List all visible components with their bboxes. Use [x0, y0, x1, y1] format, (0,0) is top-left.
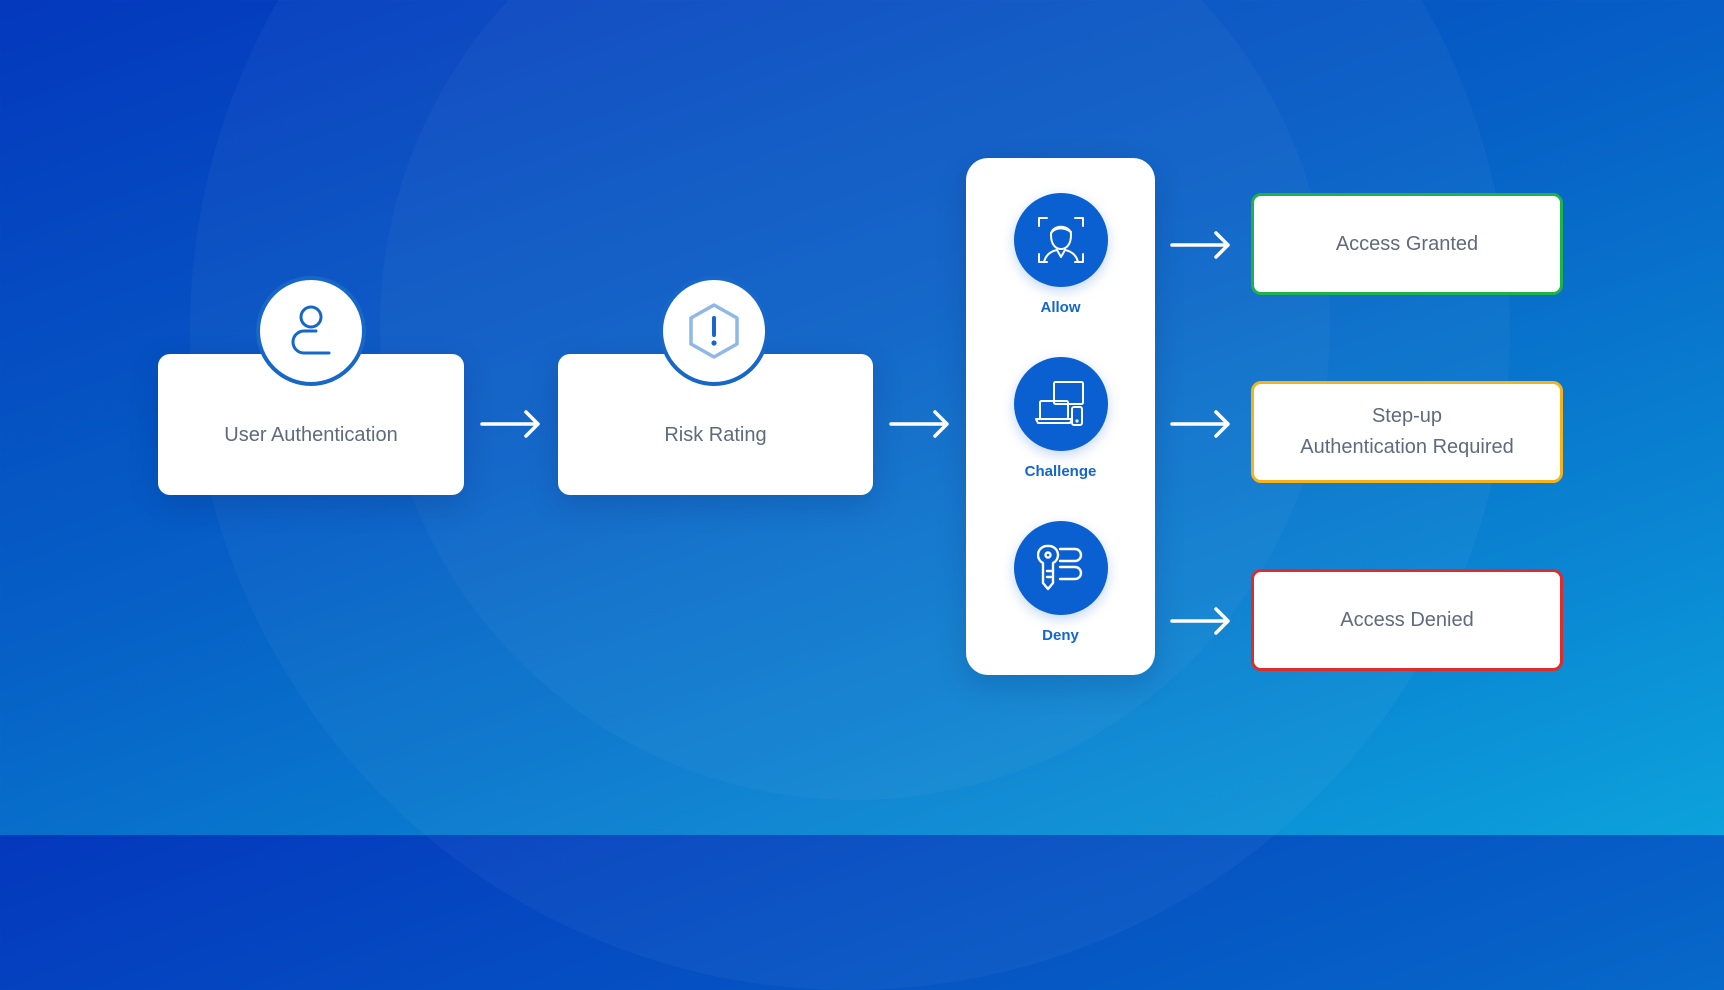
decision-deny-label: Deny [1042, 627, 1079, 644]
decision-challenge-circle [1013, 357, 1108, 451]
background-ring-outer [190, 0, 1510, 990]
risk-rating-label: Risk Rating [664, 424, 767, 446]
devices-icon [1034, 381, 1084, 426]
decision-allow-circle [1013, 193, 1108, 287]
decision-allow: Allow [966, 193, 1155, 316]
user-authentication-label: User Authentication [224, 424, 398, 446]
exclamation-hexagon-icon [689, 303, 739, 359]
decision-deny-circle [1013, 521, 1108, 615]
user-icon [291, 305, 331, 355]
arrow-right-icon [889, 410, 949, 438]
arrow-right-icon [1170, 410, 1230, 438]
outcome-access-granted-label: Access Granted [1335, 232, 1479, 255]
arrow-right-icon [1170, 607, 1230, 635]
decision-challenge: Challenge [966, 357, 1155, 480]
outcome-step-up-line-2: Authentication Required [1300, 436, 1514, 458]
face-scan-icon [1037, 217, 1084, 263]
outcome-step-up-line-1: Step-up [1371, 405, 1443, 427]
decision-deny: Deny [966, 521, 1155, 644]
arrow-right-icon [1170, 231, 1230, 259]
risk-rating-badge [659, 276, 769, 386]
arrow-right-icon [480, 410, 540, 438]
decision-panel: Allow Challenge [966, 158, 1155, 675]
outcome-access-denied: Access Denied [1251, 569, 1563, 671]
key-lock-icon [1036, 544, 1082, 591]
outcome-access-granted: Access Granted [1251, 193, 1563, 295]
outcome-access-denied-label: Access Denied [1340, 608, 1474, 631]
decision-challenge-label: Challenge [1024, 463, 1097, 480]
decision-allow-label: Allow [1040, 299, 1081, 316]
outcome-step-up-required: Step-up Authentication Required [1251, 381, 1563, 483]
user-authentication-badge [256, 276, 366, 386]
